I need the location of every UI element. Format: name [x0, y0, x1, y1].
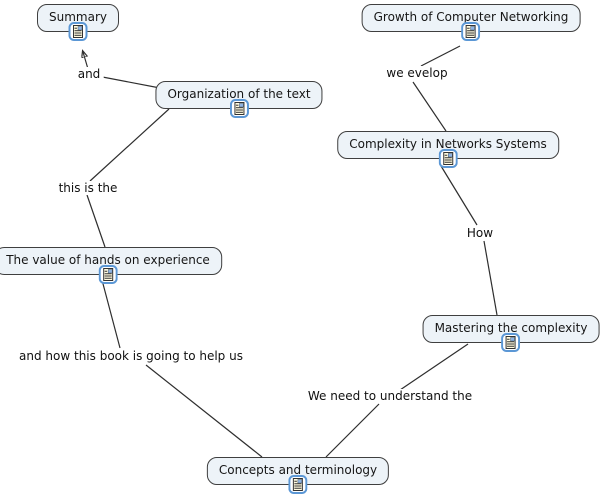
- linking-phrase-this-is-the[interactable]: this is the: [55, 181, 121, 195]
- node-label: Mastering the complexity: [434, 321, 588, 335]
- concept-node-complexity-in-networks-systems[interactable]: Complexity in Networks Systems: [337, 131, 559, 168]
- concept-node-summary[interactable]: Summary: [37, 4, 119, 41]
- linking-phrase-we-evelop[interactable]: we evelop: [383, 66, 451, 80]
- node-label: Complexity in Networks Systems: [349, 137, 547, 151]
- document-resource-icon[interactable]: [229, 99, 249, 118]
- linking-phrase-and[interactable]: and: [74, 67, 104, 81]
- linking-phrase-and-how-this-book[interactable]: and how this book is going to help us: [16, 349, 246, 363]
- concept-node-the-value-of-hands-on-experience[interactable]: The value of hands on experience: [0, 247, 222, 284]
- linking-phrase-how[interactable]: How: [463, 226, 497, 240]
- document-resource-icon[interactable]: [461, 22, 481, 41]
- concept-node-concepts-and-terminology[interactable]: Concepts and terminology: [206, 457, 390, 494]
- document-resource-icon[interactable]: [288, 475, 308, 494]
- concept-node-growth-of-computer-networking[interactable]: Growth of Computer Networking: [361, 4, 581, 41]
- linking-phrase-we-need-to-understand[interactable]: We need to understand the: [304, 389, 476, 403]
- node-label: Summary: [49, 10, 107, 24]
- node-label: Organization of the text: [167, 87, 311, 101]
- concept-node-organization-of-the-text[interactable]: Organization of the text: [155, 81, 323, 118]
- document-resource-icon[interactable]: [98, 265, 118, 284]
- document-resource-icon[interactable]: [68, 22, 88, 41]
- node-label: The value of hands on experience: [6, 253, 210, 267]
- node-label: Growth of Computer Networking: [373, 10, 569, 24]
- concept-node-mastering-the-complexity[interactable]: Mastering the complexity: [422, 315, 600, 352]
- document-resource-icon[interactable]: [438, 149, 458, 168]
- document-resource-icon[interactable]: [501, 333, 521, 352]
- node-label: Concepts and terminology: [218, 463, 378, 477]
